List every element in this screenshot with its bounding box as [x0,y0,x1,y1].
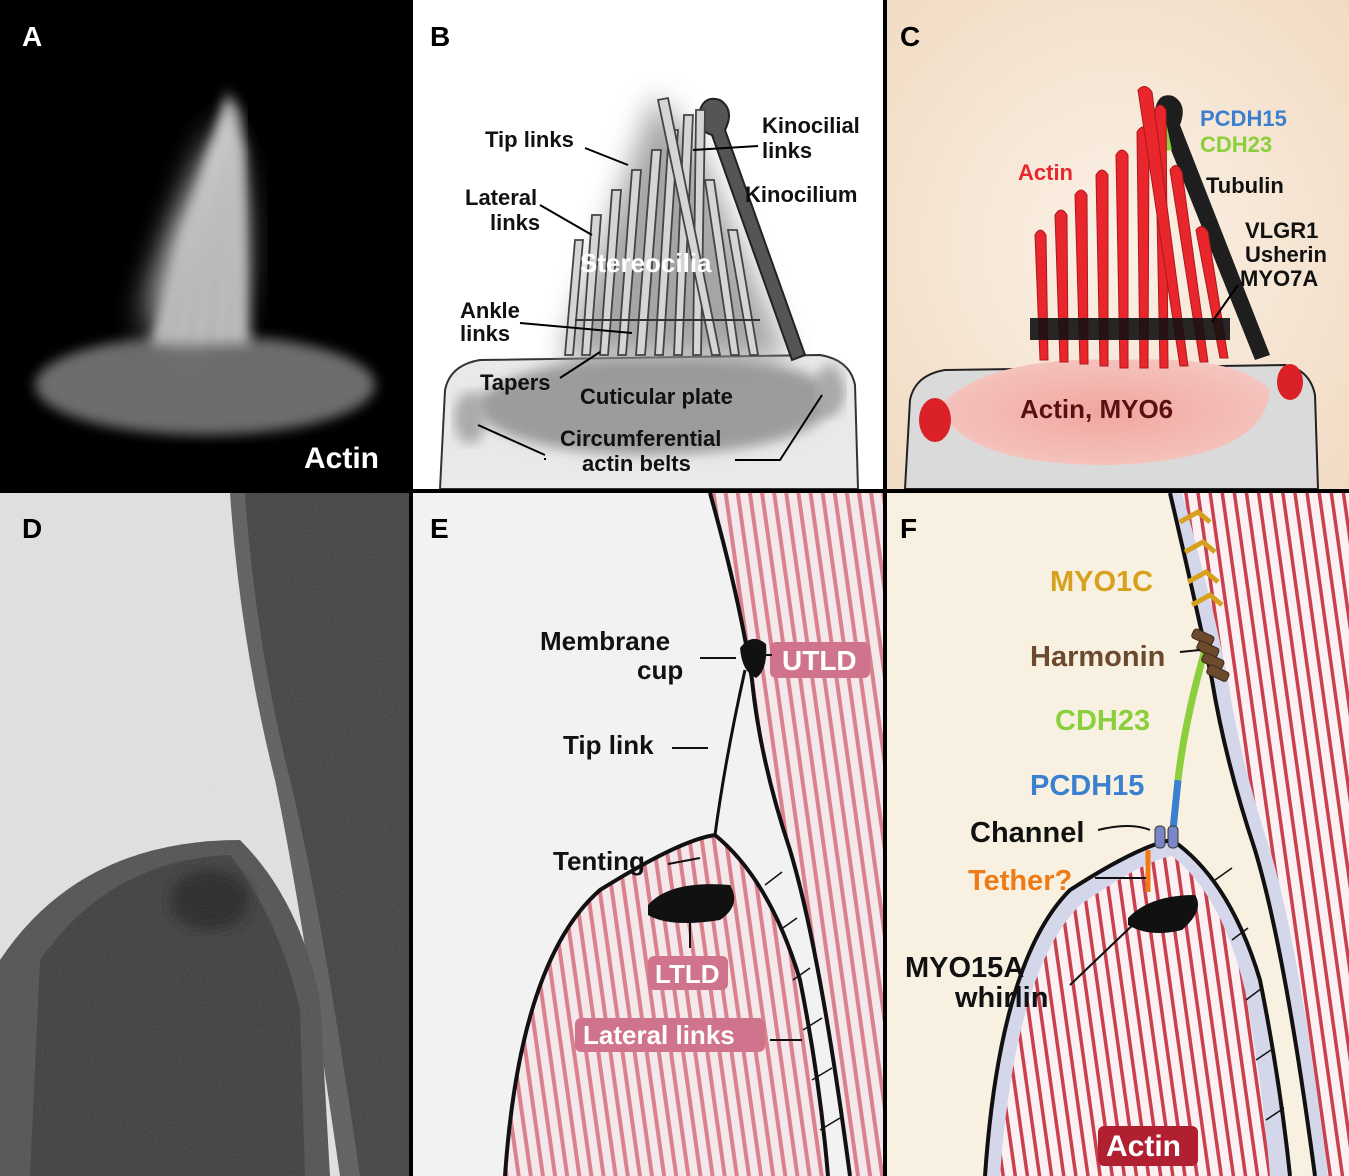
label-e-tip-link: Tip link [563,730,654,760]
label-f-channel: Channel [970,817,1084,849]
label-f-myo15a: MYO15A [905,952,1024,984]
label-f-actin: Actin [1106,1130,1181,1163]
label-kinocilial-2: links [762,138,812,163]
label-kinocilium: Kinocilium [745,182,857,207]
label-c-cdh23: CDH23 [1200,132,1272,157]
label-f-tether: Tether? [968,865,1072,897]
label-kinocilial-1: Kinocilial [762,113,860,138]
panel-b: B Tip links Kinocilial links Kinocilium … [413,0,883,489]
label-c-actin: Actin [1018,160,1073,185]
panel-e-letter: E [430,513,449,544]
label-c-vlgr1: VLGR1 [1245,218,1318,243]
label-circ-2: actin belts [582,451,691,476]
panel-f: F MYO1C Harmonin CDH23 PCDH15 Channel Te… [887,493,1349,1176]
label-f-pcdh15: PCDH15 [1030,770,1144,802]
panel-c-letter: C [900,21,920,52]
label-lateral-1: Lateral [465,185,537,210]
label-tip-links: Tip links [485,127,574,152]
label-ankle-1: Ankle [460,298,520,323]
cuticular-plate-fluorescence [35,335,375,435]
label-c-actin-myo6: Actin, MYO6 [1020,394,1173,424]
label-e-tenting: Tenting [553,846,645,876]
panel-b-letter: B [430,21,450,52]
panel-d: D [0,493,409,1176]
label-f-myo1c: MYO1C [1050,566,1153,598]
panel-c: C PCDH15 CDH23 Actin Tubulin VLGR1 Usher… [887,0,1349,489]
label-ankle-2: links [460,321,510,346]
label-lateral-2: links [490,210,540,235]
label-e-lateral-links: Lateral links [583,1020,735,1050]
panel-d-letter: D [22,513,42,544]
label-stereocilia: Stereocilia [580,248,712,278]
panel-a-letter: A [22,21,42,52]
label-c-tubulin: Tubulin [1206,173,1284,198]
label-e-utld: UTLD [782,645,857,676]
panel-a: A Actin [0,0,409,489]
label-e-membrane: Membrane [540,626,670,656]
label-tapers: Tapers [480,370,551,395]
label-f-whirlin: whirlin [954,982,1048,1014]
panel-a-caption: Actin [304,442,379,475]
label-circ-1: Circumferential [560,426,721,451]
label-cuticular-plate: Cuticular plate [580,384,733,409]
label-c-pcdh15: PCDH15 [1200,106,1287,131]
panel-e: E Membrane cup Tip link Tenting UTLD LTL… [413,493,883,1176]
label-f-harmonin: Harmonin [1030,641,1165,673]
panel-f-letter: F [900,513,917,544]
label-e-ltld: LTLD [655,959,720,989]
label-c-usherin: Usherin [1245,242,1327,267]
label-c-myo7a: MYO7A [1240,266,1318,291]
label-f-cdh23: CDH23 [1055,705,1150,737]
label-e-cup: cup [637,655,683,685]
